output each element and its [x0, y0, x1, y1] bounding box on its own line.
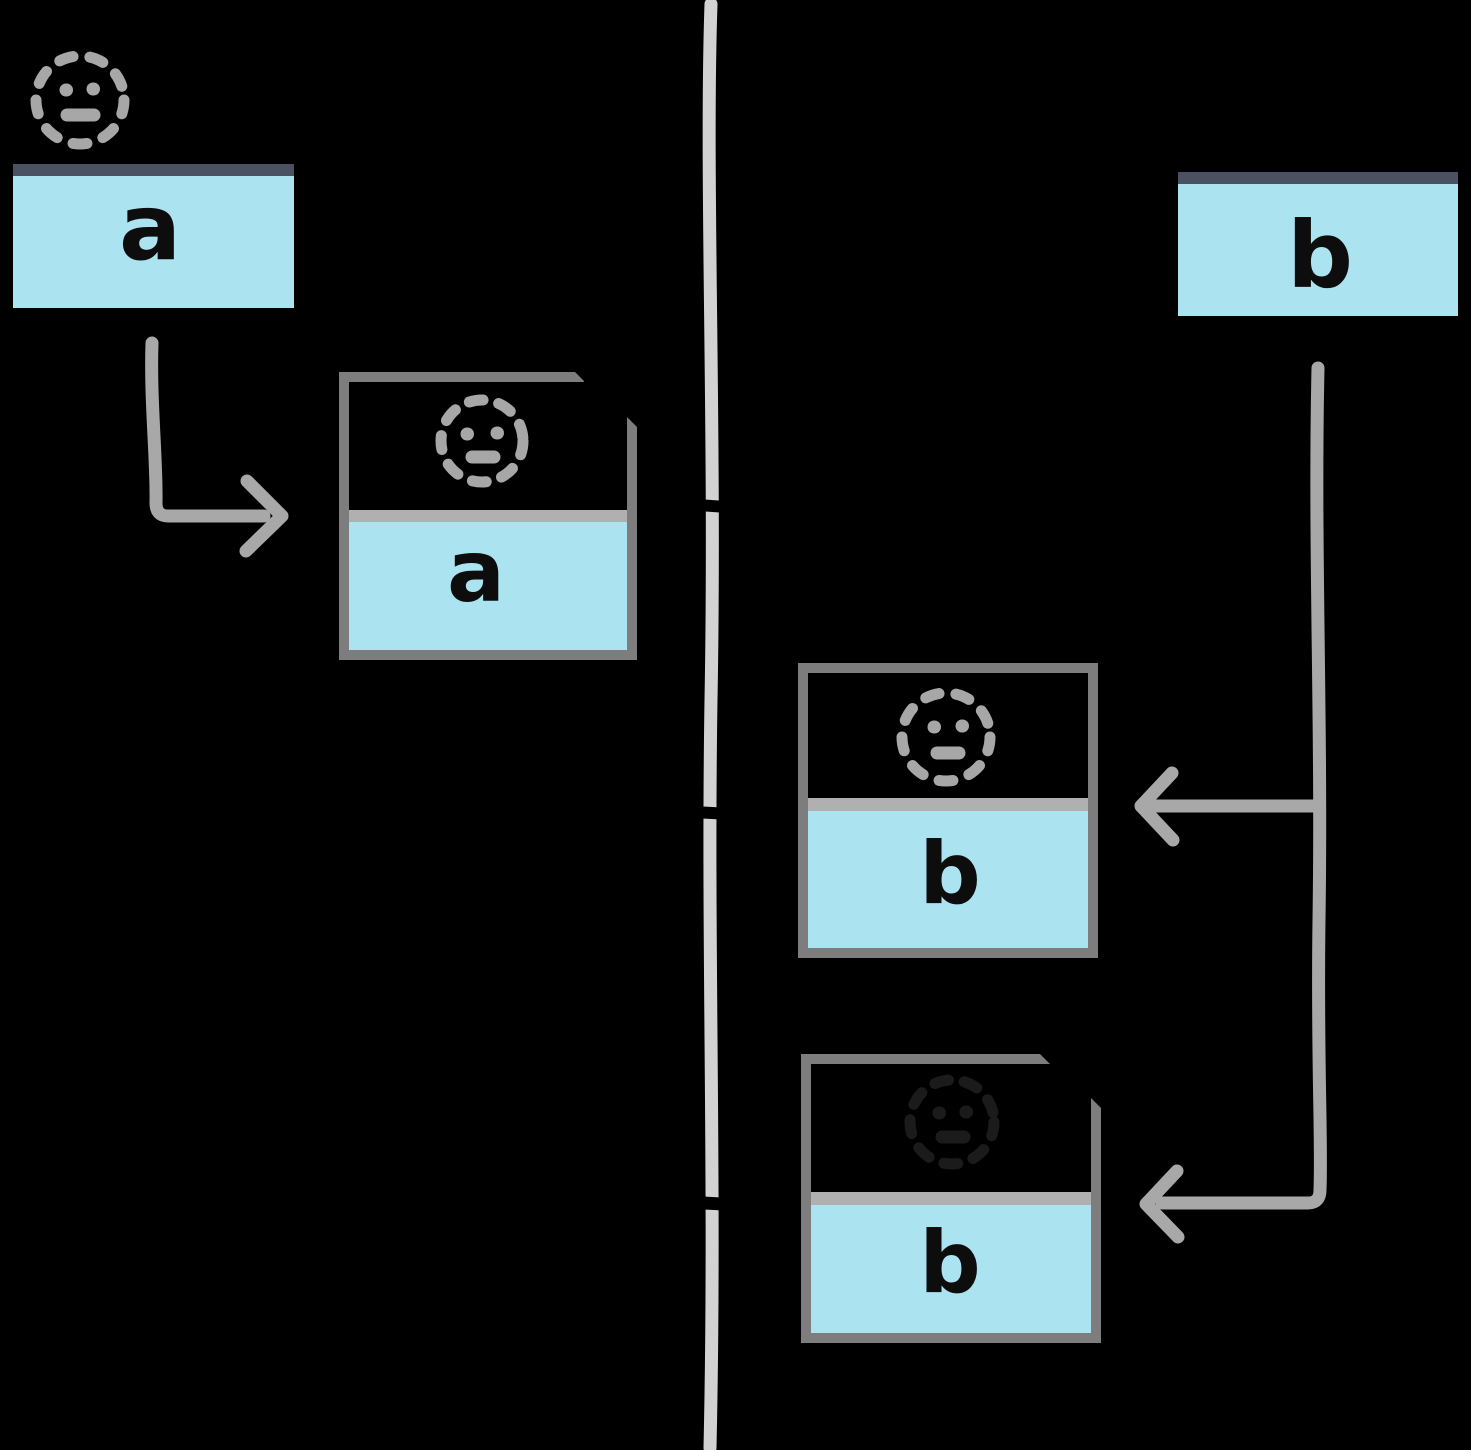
- timeline-crossing-marks: [687, 498, 739, 1212]
- observer-icon: [435, 394, 529, 488]
- subscribe-arrow-a[interactable]: [145, 336, 289, 558]
- subscriber-b-dead-label: b: [919, 1213, 981, 1313]
- subscriber-a-box[interactable]: a: [339, 313, 678, 660]
- subscribe-arrow-b-shaft: [1155, 361, 1327, 1210]
- dead-observer-icon: [904, 1074, 1000, 1170]
- subscriber-b-active-box[interactable]: b: [798, 663, 1098, 958]
- subscriber-a-border: [339, 372, 637, 660]
- timeline-notch-3: [687, 1195, 739, 1212]
- observable-b-label: b: [1287, 202, 1353, 309]
- subscriber-b-active-label: b: [919, 824, 981, 924]
- subscriber-b-active-divider: [803, 798, 1093, 811]
- subscriber-a-body: [349, 520, 628, 654]
- subscriber-b-dead-divider: [806, 1192, 1096, 1205]
- observable-b-box[interactable]: b: [1178, 20, 1458, 316]
- subscriber-b-dead-box[interactable]: b: [801, 1000, 1148, 1343]
- observer-icon-ring: [30, 50, 130, 150]
- observable-b-body: [1178, 184, 1458, 316]
- observable-a-box[interactable]: a: [13, 20, 295, 308]
- observer-icon: [30, 50, 130, 150]
- dead-observer-icon-ring: [904, 1074, 1000, 1170]
- subscribe-arrow-b-head-mid: [1134, 766, 1180, 847]
- timeline-notch-1: [687, 498, 737, 514]
- subscriber-b-active-border: [798, 663, 1098, 958]
- observable-b-divider: [1178, 172, 1458, 184]
- timeline-notch-2: [687, 805, 737, 821]
- timeline-stroke: [702, 0, 719, 1450]
- subscriber-b-dead-body: [811, 1203, 1091, 1338]
- timeline-line[interactable]: [702, 0, 719, 1450]
- subscriber-b-dead-border: [801, 1054, 1101, 1343]
- subscribe-arrow-a-head: [239, 474, 289, 558]
- subscriber-a-label: a: [447, 522, 505, 622]
- observable-a-body: [13, 176, 294, 308]
- observable-b-top: [1178, 20, 1458, 172]
- observer-icon: [896, 687, 996, 787]
- subscribe-arrow-a-shaft: [145, 336, 271, 523]
- observable-a-label: a: [119, 174, 181, 281]
- subscriber-b-active-body: [808, 808, 1088, 948]
- subscriber-a-divider: [344, 510, 632, 522]
- subscribe-arrow-b-head-bottom: [1139, 1164, 1185, 1244]
- subscribe-arrow-b[interactable]: [1134, 361, 1327, 1244]
- observable-a-divider: [13, 164, 294, 176]
- observer-icon-ring: [896, 687, 996, 787]
- observable-a-top: [13, 20, 295, 165]
- observer-icon-ring: [435, 394, 529, 488]
